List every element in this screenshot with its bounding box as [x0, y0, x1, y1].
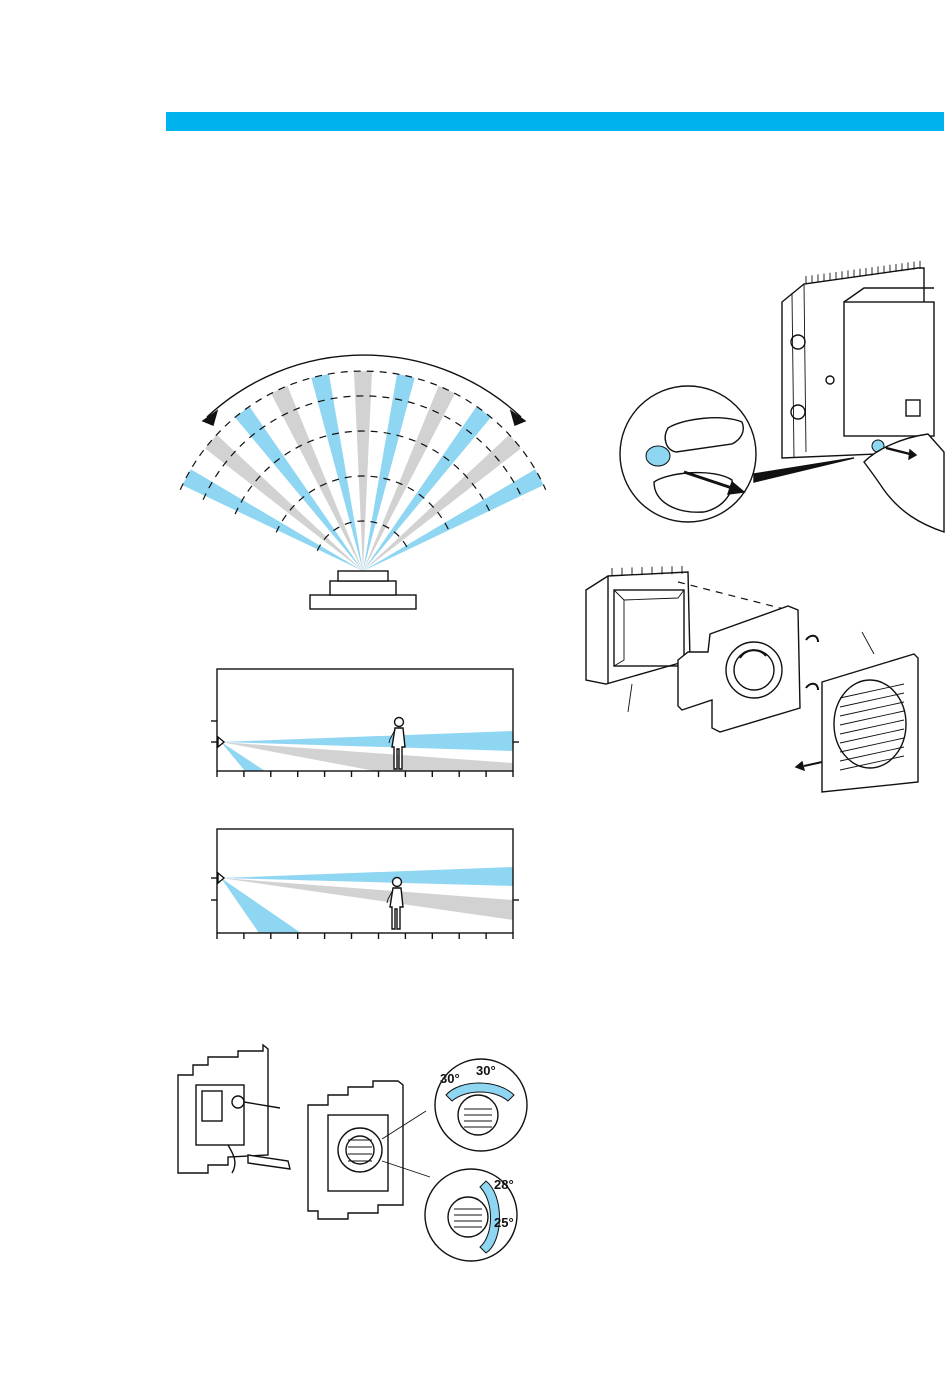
- fan-beam: [182, 469, 363, 571]
- angle-label-right: 30°: [476, 1063, 496, 1078]
- zoom-vertical-adjust: 28° 25°: [425, 1169, 517, 1261]
- detection-fan-diagram: [195, 345, 535, 635]
- release-button: [646, 446, 670, 466]
- cover-pull-arrow-icon: [804, 762, 822, 766]
- zoom-release-button: [620, 386, 756, 522]
- detector-housing: [782, 261, 934, 458]
- angle-label-bottom: 25°: [494, 1215, 514, 1230]
- side1-sensor-icon: [218, 737, 224, 747]
- side2-beams: [221, 867, 513, 933]
- side-view-diagram-2: [205, 823, 525, 943]
- cover-removal-diagram: [614, 262, 944, 542]
- exploded-assembly-diagram: [578, 560, 948, 810]
- angle-label-left: 30°: [440, 1071, 460, 1086]
- fan-arrow-right-icon: [511, 411, 525, 425]
- mounting-plate-left: [178, 1045, 290, 1173]
- angle-label-top: 28°: [494, 1177, 514, 1192]
- side2-person-icon: [387, 878, 403, 930]
- front-cover-grille: [796, 632, 918, 792]
- side1-ticks: [217, 771, 513, 777]
- sensor-base-top: [338, 571, 388, 581]
- fan-beam: [363, 386, 455, 571]
- side2-ticks: [217, 933, 513, 939]
- fan-beams: [182, 371, 543, 571]
- lens-orientation-diagram: 30° 30° 28° 25°: [168, 1045, 528, 1265]
- side2-sensor-icon: [218, 873, 224, 883]
- screwdriver-icon: [248, 1155, 290, 1169]
- mounting-plate: [678, 606, 818, 732]
- header-accent-bar: [166, 112, 944, 131]
- zoom-horizontal-adjust: 30° 30°: [435, 1059, 527, 1151]
- fan-beam: [363, 469, 544, 571]
- sensor-base-middle: [330, 581, 396, 595]
- fan-arrow-left-icon: [203, 411, 217, 425]
- clip-arrow-2-icon: [806, 684, 818, 690]
- mounting-plate-right: [308, 1081, 403, 1219]
- flush-mounting-box: [586, 566, 690, 712]
- sensor-base-bottom: [310, 595, 416, 609]
- side1-beams: [221, 731, 513, 771]
- fan-beam: [271, 386, 363, 571]
- side-view-diagram-1: [205, 665, 525, 785]
- clip-arrow-1-icon: [806, 636, 818, 642]
